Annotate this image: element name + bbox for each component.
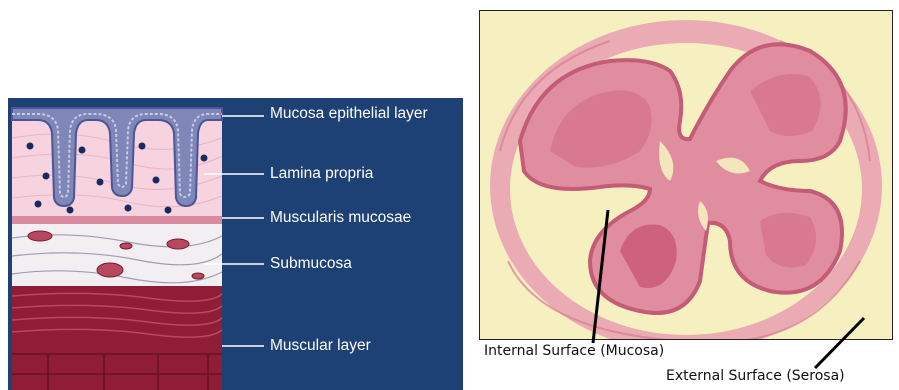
layer-diagram: Mucosa epithelial layer Lamina propria M… [8, 98, 463, 390]
caption-external-surface: External Surface (Serosa) [666, 368, 845, 384]
label-mucosa-epithelial: Mucosa epithelial layer [270, 106, 450, 122]
muscularis-mucosae-band [12, 216, 222, 224]
label-submucosa: Submucosa [270, 256, 352, 272]
layer-diagram-art [8, 98, 463, 390]
caption-internal-surface: Internal Surface (Mucosa) [484, 343, 664, 359]
label-lamina-propria: Lamina propria [270, 166, 373, 182]
label-muscular-layer: Muscular layer [270, 338, 371, 354]
micrograph-art [480, 11, 892, 339]
micrograph [479, 10, 893, 340]
label-muscularis-mucosae: Muscularis mucosae [270, 210, 411, 226]
